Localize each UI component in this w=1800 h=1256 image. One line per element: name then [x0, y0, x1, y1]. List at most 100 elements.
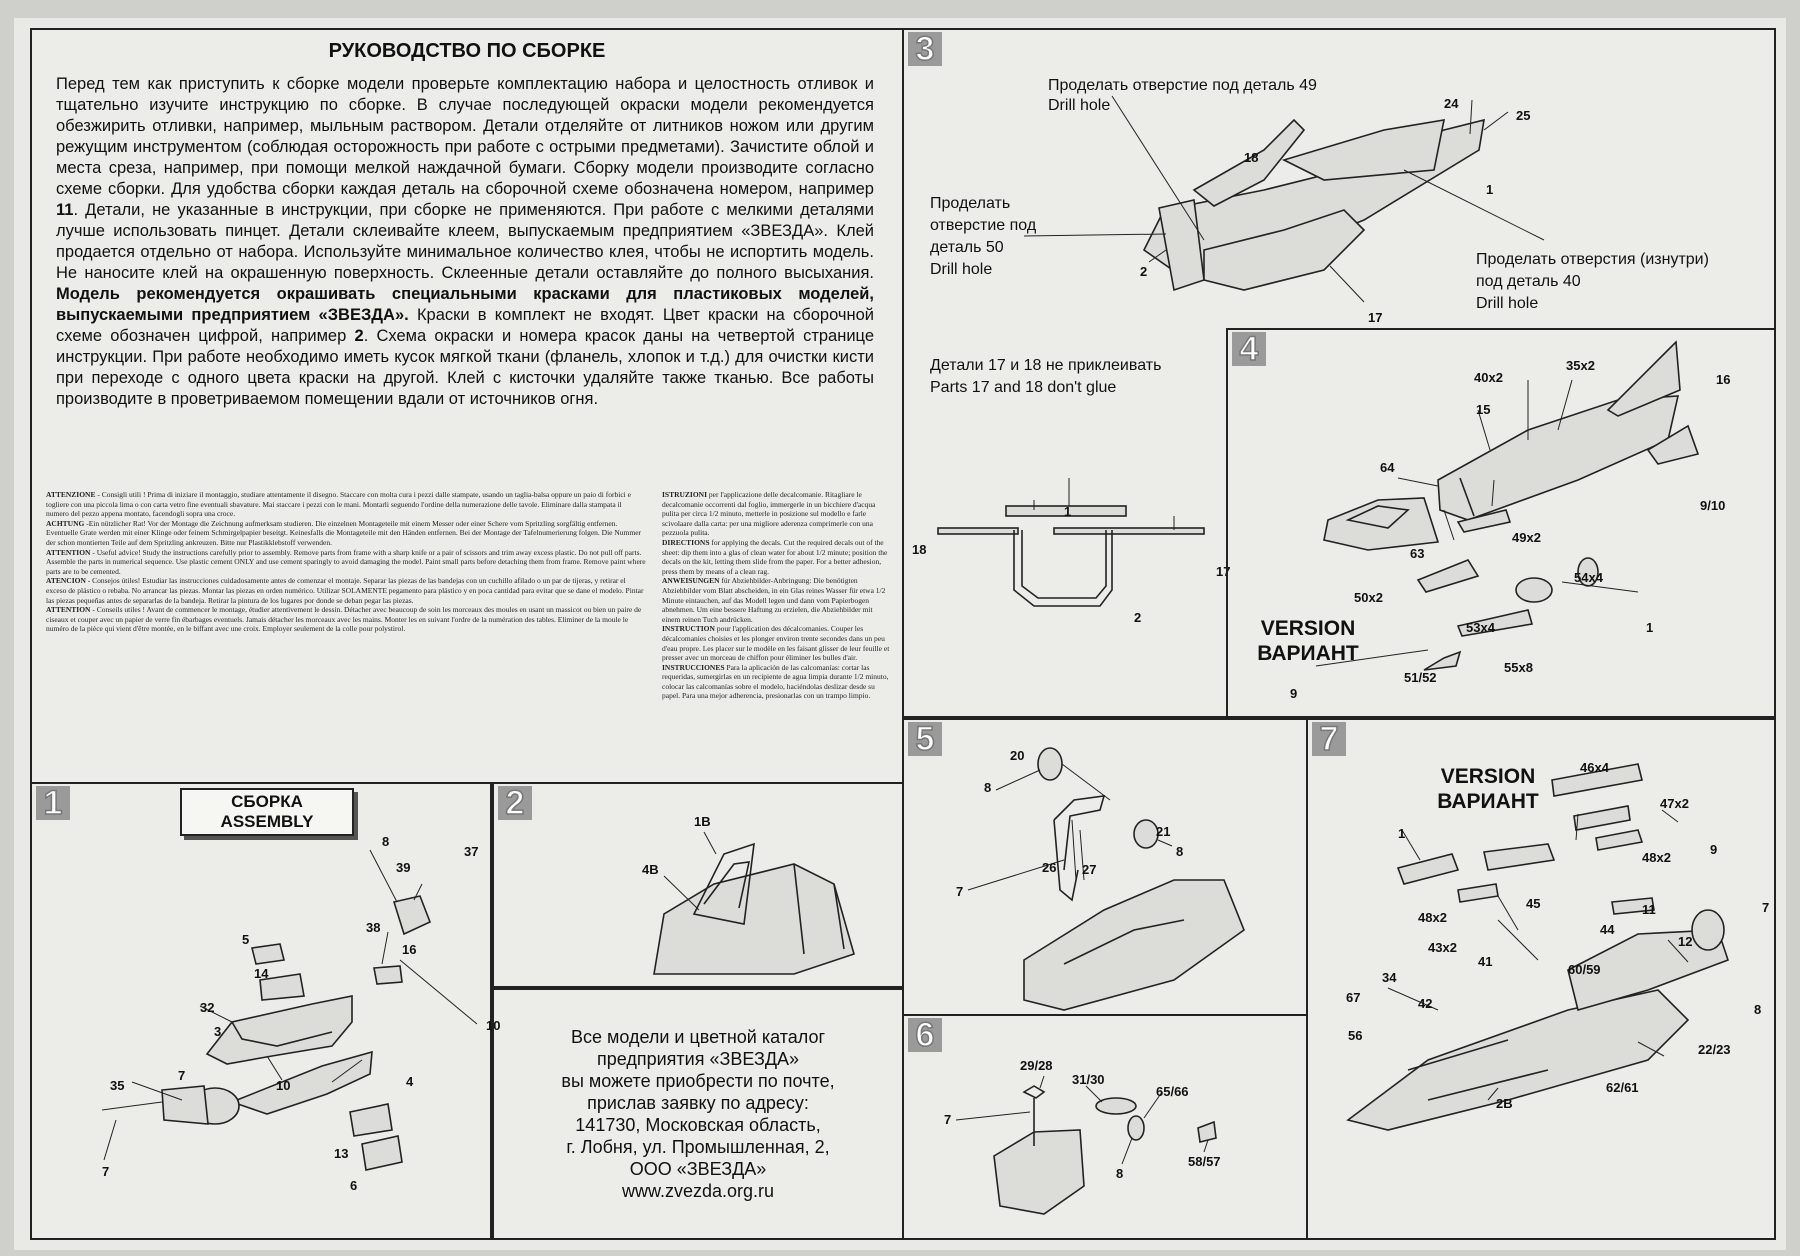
s7-part: 34	[1382, 970, 1397, 985]
note-drill-50-en: Drill hole	[930, 261, 993, 278]
catalog-line: вы можете приобрести по почте,	[561, 1071, 835, 1091]
s6-part: 58/57	[1188, 1154, 1221, 1169]
s1-part: 13	[334, 1146, 349, 1161]
note-drill-50-ru: Проделать	[930, 195, 1011, 212]
s1-part: 3	[214, 1024, 222, 1039]
s4-version-ru: ВАРИАНТ	[1257, 642, 1359, 665]
catalog-url: www.zvezda.org.ru	[621, 1181, 775, 1201]
step-3-number: 3	[908, 31, 942, 67]
catalog-line: 141730, Московская область,	[575, 1115, 821, 1135]
instruction-page: РУКОВОДСТВО ПО СБОРКЕ Перед тем как прис…	[30, 28, 1776, 1240]
s5-part: 20	[1010, 748, 1025, 763]
s7-part: 8	[1754, 1002, 1762, 1017]
s7-part: 42	[1418, 996, 1433, 1011]
s3-part: 18	[1244, 150, 1259, 165]
s2-part: 1B	[694, 814, 711, 829]
mr-text-it: per l'applicazione delle decalcomanie. R…	[662, 490, 876, 538]
mr-head-fr: INSTRUCTION	[662, 624, 715, 634]
glue-note-ru: Детали 17 и 18 не приклеивать	[930, 357, 1162, 374]
step-2-panel: 2 1B 4B	[492, 782, 904, 988]
s3-part: 2	[1140, 264, 1148, 279]
intro-p1-num: 11	[56, 201, 74, 219]
s4-part: 16	[1716, 372, 1731, 387]
catalog-text: Все модели и цветной каталог предприятия…	[494, 1026, 902, 1202]
step-4-number: 4	[1232, 331, 1266, 367]
step-2-number: 2	[498, 785, 532, 821]
ml-head-en: ATTENTION	[46, 547, 91, 557]
step-7-number: 7	[1312, 721, 1346, 757]
s1-part: 7	[178, 1068, 186, 1083]
step-5-panel: 5 20 8 26 27 21 8 7	[902, 718, 1308, 1016]
ml-text-de: -Ein nützlicher Rat! Vor der Montage die…	[46, 518, 642, 547]
s4-part: 53x4	[1466, 620, 1495, 635]
page-title: РУКОВОДСТВО ПО СБОРКЕ	[328, 40, 606, 62]
mr-head-es: INSTRUCCIONES	[662, 662, 725, 672]
intro-p4: . Схема окраски и номера красок даны на …	[56, 327, 874, 408]
intro-p2: . Детали, не указанные в инструкции, при…	[56, 201, 874, 282]
multilang-left: ATTENZIONE - Consigli utili ! Prima di i…	[46, 490, 646, 634]
mr-text-es: Para la aplicación de las calcomanías: c…	[662, 662, 889, 701]
step-2-drawing	[653, 831, 855, 975]
step-6-panel: 6 29/28 31/30 65/66 7 8 58/57	[902, 1014, 1308, 1240]
s3-part: 25	[1516, 108, 1531, 123]
s1-part: 7	[102, 1164, 110, 1179]
step-1-panel: 1 СБОРКА ASSEMBLY	[30, 782, 500, 1240]
ml-head-de: ACHTUNG	[46, 518, 85, 528]
s3-part: 24	[1444, 96, 1459, 111]
s4-part: 15	[1476, 402, 1491, 417]
s6-part: 8	[1116, 1166, 1124, 1181]
ml-text-it: - Consigli utili ! Prima di iniziare il …	[46, 490, 631, 519]
catalog-line: предприятия «ЗВЕЗДА»	[596, 1049, 800, 1069]
ml-text-es: - Consejos útiles! Estudiar las instrucc…	[46, 576, 644, 605]
s7-part: 45	[1526, 896, 1541, 911]
s7-part: 47x2	[1660, 796, 1689, 811]
step-4-drawing	[1315, 340, 1700, 671]
s7-part: 11	[1642, 902, 1656, 917]
intro-bold: Модель рекомендуется окрашивать специаль…	[56, 285, 874, 324]
s5-part: 21	[1156, 824, 1171, 839]
s4-part: 9/10	[1700, 498, 1726, 513]
mr-text-fr: pour l'application des décalcomanies. Co…	[662, 624, 890, 663]
ml-text-en: - Useful advice! Study the instructions …	[46, 547, 646, 576]
catalog-line: г. Лобня, ул. Промышленная, 2,	[566, 1137, 830, 1157]
catalog-line: прислав заявку по адресу:	[587, 1093, 809, 1113]
s4-part: 64	[1380, 460, 1395, 475]
s1-part: 6	[350, 1178, 358, 1193]
s4-part: 50x2	[1354, 590, 1383, 605]
step-7-drawing	[1346, 763, 1730, 1131]
step-7-panel: 7 46x4 47x2 9 1 48x2 45	[1306, 718, 1776, 1240]
step-1-number: 1	[36, 785, 70, 821]
ml-head-es: ATENCION	[46, 576, 86, 586]
step-6-number: 6	[908, 1017, 942, 1053]
s7-part: 1	[1398, 826, 1406, 841]
s5-part: 26	[1042, 860, 1057, 875]
ml-text-fr: - Conseils utiles ! Avant de commencer l…	[46, 605, 642, 634]
step-1-drawing	[101, 849, 478, 1171]
mr-head-de: ANWEISUNGEN	[662, 576, 720, 586]
s7-part: 9	[1710, 842, 1718, 857]
assembly-banner-en: ASSEMBLY	[220, 812, 314, 831]
catalog-line: Все модели и цветной каталог	[570, 1027, 826, 1047]
s6-part: 31/30	[1072, 1072, 1105, 1087]
s1-part: 16	[402, 942, 417, 957]
ml-head-it: ATTENZIONE	[46, 490, 96, 499]
s7-part: 41	[1478, 954, 1493, 969]
s7-part: 46x4	[1580, 760, 1609, 775]
s4-part: 54x4	[1574, 570, 1603, 585]
s7-version-label: VERSION ВАРИАНТ	[1428, 764, 1548, 814]
mr-head-en: DIRECTIONS	[662, 537, 710, 547]
s1-part: 38	[366, 920, 381, 935]
s7-part: 62/61	[1606, 1080, 1639, 1095]
s7-part: 56	[1348, 1028, 1363, 1043]
s4-part: 63	[1410, 546, 1425, 561]
s4-part: 9	[1290, 686, 1298, 701]
s7-part: 43x2	[1428, 940, 1457, 955]
s4-part: 55x8	[1504, 660, 1533, 675]
s1-part: 37	[464, 844, 479, 859]
s1-part: 32	[200, 1000, 215, 1015]
note-drill-50-ru: деталь 50	[930, 239, 1004, 256]
s7-version-ru: ВАРИАНТ	[1437, 790, 1539, 813]
assembly-banner-ru: СБОРКА	[231, 792, 303, 811]
s4-part: 35x2	[1566, 358, 1595, 373]
s4-part: 51/52	[1404, 670, 1437, 685]
